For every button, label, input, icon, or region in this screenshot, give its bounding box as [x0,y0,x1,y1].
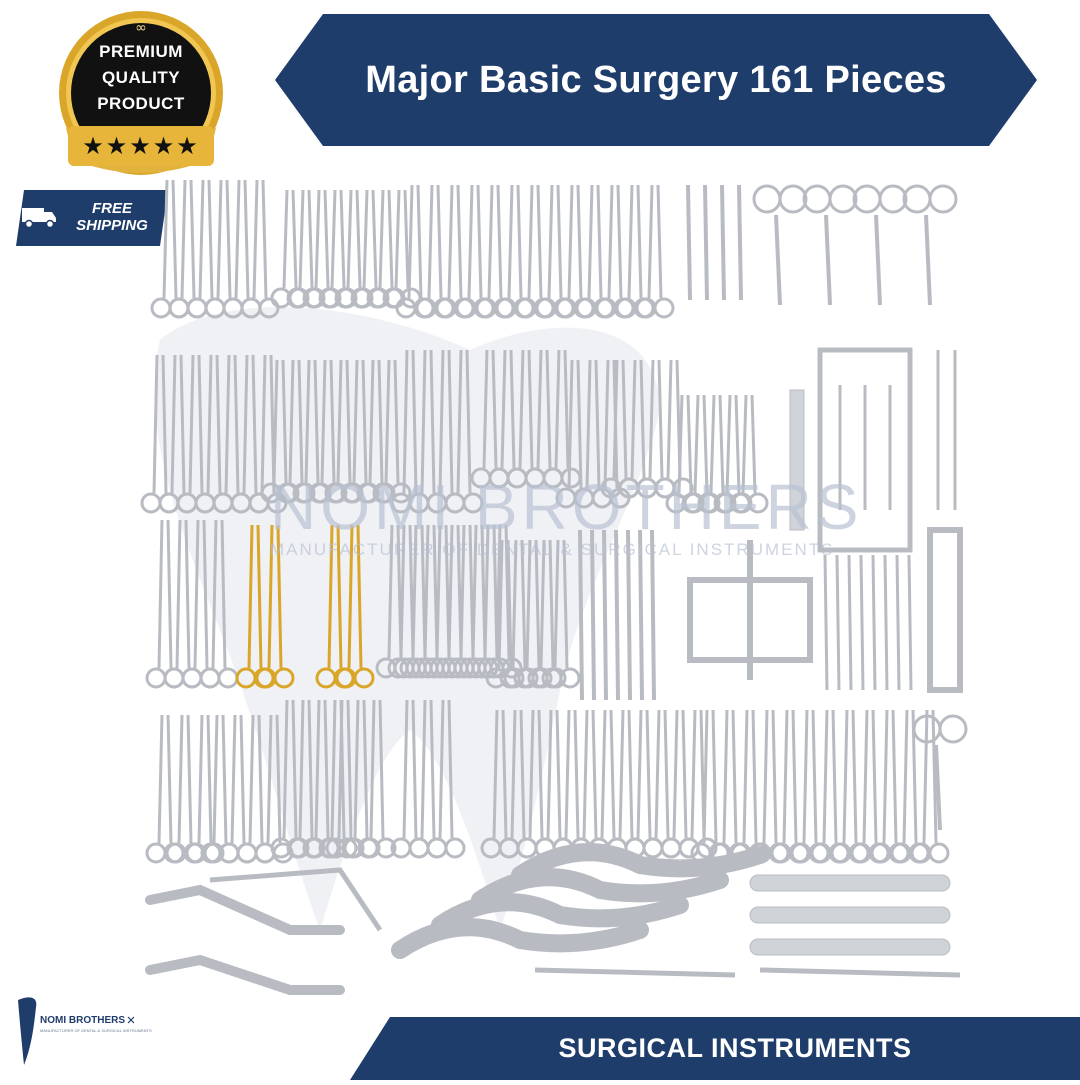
tweezers-icon [614,529,620,701]
brand-logo: NOMI BROTHERS MANUFACTURER OF DENTAL & S… [10,995,152,1070]
scalpel-icon [686,184,692,301]
tooth-watermark-icon [154,307,660,930]
forceps-icon [535,184,575,319]
malleable-retractor-icon [749,874,951,892]
tweezers-icon [871,554,877,691]
badge-stars-icon: ★★★★★ [82,133,200,160]
watermark: NOMI BROTHERS MANUFACTURER OF DENTAL & S… [270,470,870,560]
scalpel-icon [720,184,726,301]
tweezers-icon [578,529,584,701]
logo-brand-name: NOMI BROTHERS [40,1015,125,1026]
forceps-icon [542,349,582,489]
tweezers-icon [883,554,889,691]
forceps-icon [372,359,412,504]
forceps-icon [260,359,300,504]
forceps-icon [235,524,275,689]
suction-tube-icon [209,867,383,932]
scissors-icon [912,714,968,831]
forceps-icon [615,184,655,319]
tweezers-icon [602,529,608,701]
deaver-retractor-icon [511,843,769,884]
scissors-icon [752,184,808,306]
tweezers-icon [626,529,632,701]
badge-seal-icon: ∞ [59,11,223,175]
forceps-icon [276,359,316,504]
retractor-icon [927,527,963,693]
forceps-icon [185,714,225,864]
forceps-icon [426,699,466,859]
watermark-tagline: MANUFACTURER OF DENTAL & SURGICAL INSTRU… [270,540,835,559]
malleable-retractor-icon [749,938,951,956]
scalpel-icon [737,184,743,301]
forceps-icon [324,359,364,504]
forceps-icon [255,524,295,689]
forceps-icon [870,709,910,864]
forceps-icon [910,709,950,864]
scissors-icon [902,184,958,306]
footer-banner-shape [350,1017,1080,1080]
forceps-icon [713,394,753,514]
instruments-image [140,170,970,1000]
forceps-icon [218,714,258,864]
forceps-icon [325,699,365,859]
forceps-icon [286,189,326,309]
forceps-icon [635,184,675,319]
product-title: Major Basic Surgery 161 Pieces [365,58,947,101]
watermark-brand: NOMI BROTHERS [270,471,863,543]
shipping-line-free: FREE [91,200,132,217]
rake-retractor-icon [534,967,736,978]
tweezers-icon [823,554,829,691]
forceps-icon [366,189,406,309]
forceps-icon [790,709,830,864]
tweezers-icon [590,529,596,701]
tweezers-icon [650,529,656,701]
forceps-icon [475,184,515,319]
tweezers-icon [835,554,841,691]
retractor-frame-icon [817,347,913,553]
shipping-line-shipping: SHIPPING [76,217,148,234]
forceps-icon [240,179,280,319]
logo-tagline: MANUFACTURER OF DENTAL & SURGICAL INSTRU… [40,1028,152,1033]
tweezers-icon [638,529,644,701]
retractor-icon [145,884,345,935]
rake-retractor-icon [759,967,961,978]
badge-line-product: PRODUCT [97,94,185,113]
scissors-icon [852,184,908,306]
forceps-icon [665,394,705,514]
free-shipping-badge: FREE SHIPPING [16,190,168,246]
tweezers-icon [907,554,913,691]
scalpel-icon [703,184,709,301]
tweezers-icon [847,554,853,691]
forceps-icon [444,349,484,514]
forceps-icon [236,714,276,864]
badge-line-quality: QUALITY [101,68,181,87]
forceps-icon [199,519,239,689]
malleable-retractor-icon [749,906,951,924]
forceps-icon [302,189,342,309]
forceps-icon [382,189,422,309]
scissors-icon [802,184,858,306]
forceps-icon [541,539,581,689]
tweezers-icon [895,554,901,691]
title-banner-shape [275,14,1037,146]
tooth-logo-icon [18,997,135,1065]
footer-banner: SURGICAL INSTRUMENTS [350,1017,1080,1080]
svg-text:∞: ∞ [135,20,147,36]
instruments-drawing [140,179,968,995]
premium-quality-badge: ∞ PREMIUM QUALITY PRODUCT ★★★★★ [58,10,224,176]
forceps-icon [335,524,375,689]
shipping-text: FREE SHIPPING [60,200,164,234]
ruler-icon [789,389,805,531]
forceps-icon [729,394,769,514]
shipping-truck-icon [16,190,168,246]
retractor-icon [145,954,345,995]
forceps-icon [357,699,397,859]
title-banner: Major Basic Surgery 161 Pieces [275,14,1037,146]
tweezers-icon [859,554,865,691]
footer-label: SURGICAL INSTRUMENTS [558,1033,912,1063]
badge-line-premium: PREMIUM [99,42,183,61]
